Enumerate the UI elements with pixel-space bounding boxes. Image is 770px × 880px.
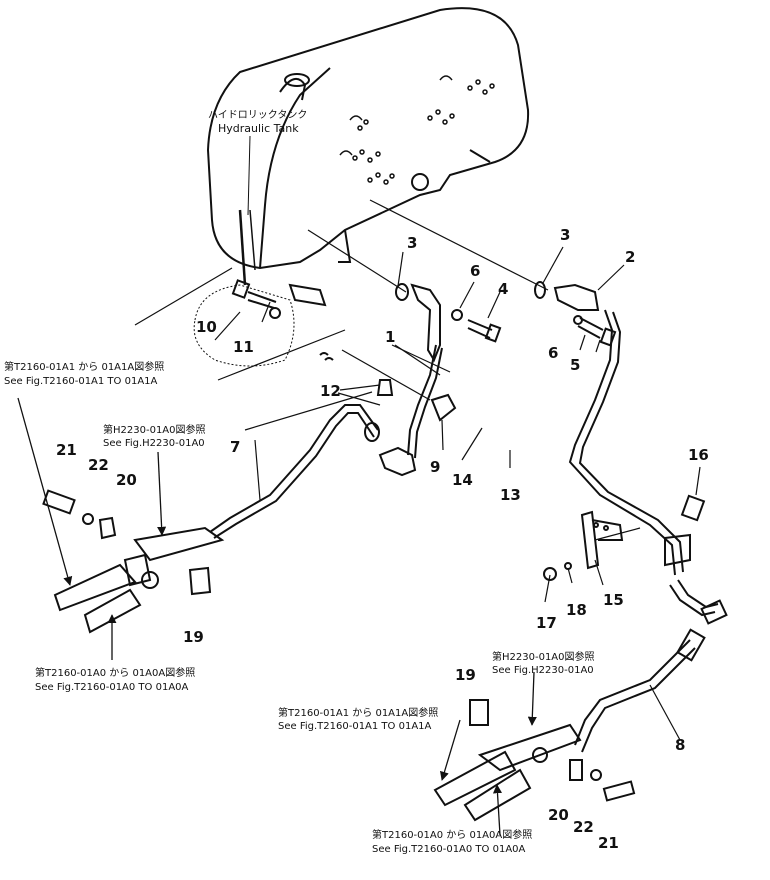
ref-note-jp: 第T2160-01A0 から 01A0A図参照 xyxy=(372,828,532,841)
part-number: 17 xyxy=(536,614,557,632)
part-number: 6 xyxy=(470,262,480,280)
ref-note-en: See Fig.T2160-01A1 TO 01A1A xyxy=(278,721,432,732)
pipe-2 xyxy=(568,309,728,625)
part-number: 12 xyxy=(320,382,341,400)
part-number: 3 xyxy=(407,234,417,252)
part-number: 19 xyxy=(183,628,204,646)
part-number: 22 xyxy=(88,456,109,474)
part-number: 11 xyxy=(233,338,254,356)
reference-notes: 第T2160-01A1 から 01A1A図参照 See Fig.T2160-01… xyxy=(4,360,595,855)
part-number: 20 xyxy=(116,471,137,489)
ref-note-en: See Fig.T2160-01A1 TO 01A1A xyxy=(4,376,158,387)
part-number: 13 xyxy=(500,486,521,504)
part-number-labels: 1 2 3 3 4 5 6 6 7 8 9 10 11 12 13 14 15 … xyxy=(56,226,709,852)
tank-label-en: Hydraulic Tank xyxy=(218,122,299,135)
part-number: 22 xyxy=(573,818,594,836)
ref-note-en: See Fig.T2160-01A0 TO 01A0A xyxy=(372,844,526,855)
part-number: 21 xyxy=(56,441,77,459)
part-number: 5 xyxy=(570,356,580,374)
pipe-7 xyxy=(133,379,394,562)
ref-note-en: See Fig.T2160-01A0 TO 01A0A xyxy=(35,682,189,693)
tank-label-jp: ハイドロリックタンク xyxy=(208,109,307,121)
ref-note-en: See Fig.H2230-01A0 xyxy=(492,665,594,676)
part-number: 6 xyxy=(548,344,558,362)
part-number: 16 xyxy=(688,446,709,464)
part-number: 9 xyxy=(430,458,440,476)
ref-note-jp: 第T2160-01A1 から 01A1A図参照 xyxy=(4,360,164,373)
part-number: 7 xyxy=(230,438,240,456)
part-number: 4 xyxy=(498,280,508,298)
part-number: 2 xyxy=(625,248,635,266)
part-number: 21 xyxy=(598,834,619,852)
ref-note-jp: 第T2160-01A0 から 01A0A図参照 xyxy=(35,666,195,679)
part-number: 19 xyxy=(455,666,476,684)
pipe-8 xyxy=(469,628,706,772)
reference-arrows xyxy=(17,397,537,836)
mount-parts xyxy=(193,279,617,367)
pipe-1 xyxy=(378,344,457,477)
part-number: 8 xyxy=(675,736,685,754)
ref-note-jp: 第H2230-01A0図参照 xyxy=(492,650,595,663)
bracket-15 xyxy=(543,510,624,581)
part-number: 18 xyxy=(566,601,587,619)
ref-note-en: See Fig.H2230-01A0 xyxy=(103,438,205,449)
part-number: 3 xyxy=(560,226,570,244)
part-number: 1 xyxy=(385,328,395,346)
hydraulic-tank xyxy=(206,7,530,286)
left-hose-ends xyxy=(42,489,212,634)
part-number: 15 xyxy=(603,591,624,609)
part-number: 10 xyxy=(196,318,217,336)
right-hose-ends xyxy=(433,747,636,822)
tank-label-leader xyxy=(247,135,251,216)
part-number: 20 xyxy=(548,806,569,824)
leader-lines xyxy=(134,199,701,741)
part-number: 14 xyxy=(452,471,473,489)
ref-note-jp: 第T2160-01A1 から 01A1A図参照 xyxy=(278,706,438,719)
ref-note-jp: 第H2230-01A0図参照 xyxy=(103,423,206,436)
